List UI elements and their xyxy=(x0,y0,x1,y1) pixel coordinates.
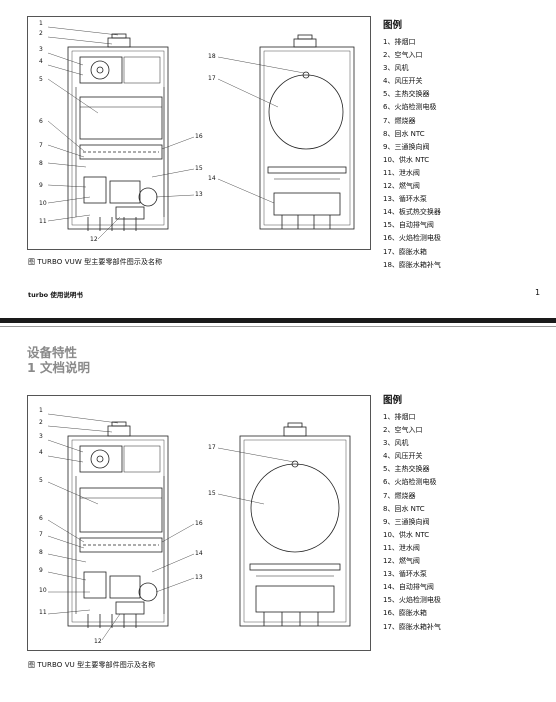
legend-item: 17、膨胀水箱 xyxy=(383,247,427,256)
page-divider xyxy=(0,318,556,323)
callout-15: 15 xyxy=(208,490,216,497)
legend-item: 14、板式热交换器 xyxy=(383,208,441,217)
callout-1: 1 xyxy=(39,20,43,27)
legend-item: 5、主热交换器 xyxy=(383,90,430,99)
legend-list: 1、排烟口 2、空气入口 3、风机 4、风压开关 5、主热交换器 6、火焰检测电… xyxy=(383,36,441,272)
callout-2: 2 xyxy=(39,30,43,37)
vu-boiler-drawing xyxy=(47,413,351,641)
legend-item: 18、膨胀水箱补气 xyxy=(383,260,441,269)
legend-item: 1、排烟口 xyxy=(383,38,416,46)
legend-item: 14、自动排气阀 xyxy=(383,583,434,592)
legend-item: 5、主热交换器 xyxy=(383,465,430,474)
callout-13: 13 xyxy=(195,191,203,198)
legend-item: 8、回水 NTC xyxy=(383,504,425,513)
legend-list: 1、排烟口 2、空气入口 3、风机 4、风压开关 5、主热交换器 6、火焰检测电… xyxy=(383,411,441,634)
legend-title: 图例 xyxy=(383,20,403,31)
callout-3: 3 xyxy=(39,433,43,440)
callout-4: 4 xyxy=(39,449,43,456)
footer-text: turbo 使用说明书 xyxy=(28,291,83,299)
legend-item: 13、循环水泵 xyxy=(383,570,427,579)
callout-14: 14 xyxy=(195,550,203,557)
callout-6: 6 xyxy=(39,515,43,522)
legend-item: 7、燃烧器 xyxy=(383,491,416,500)
callout-17: 17 xyxy=(208,75,216,82)
legend-item: 13、循环水泵 xyxy=(383,195,427,204)
page-divider-thin xyxy=(0,326,556,327)
legend-item: 15、自动排气阀 xyxy=(383,221,434,230)
legend-item: 6、火焰检测电极 xyxy=(383,103,437,112)
callout-14: 14 xyxy=(208,175,216,182)
legend-item: 10、供水 NTC xyxy=(383,155,430,164)
legend-item: 6、火焰检测电极 xyxy=(383,478,437,487)
callout-4: 4 xyxy=(39,58,43,65)
legend-item: 1、排烟口 xyxy=(383,413,416,421)
callout-16: 16 xyxy=(195,520,203,527)
callout-3: 3 xyxy=(39,46,43,53)
legend-title: 图例 xyxy=(383,395,403,406)
callout-13: 13 xyxy=(195,574,203,581)
callout-2: 2 xyxy=(39,419,43,426)
callout-9: 9 xyxy=(39,567,43,574)
callout-9: 9 xyxy=(39,182,43,189)
figure-vuw-diagram: 1 2 3 4 5 6 7 8 9 10 11 12 16 15 13 18 1… xyxy=(27,16,371,250)
legend-item: 10、供水 NTC xyxy=(383,530,430,539)
callout-6: 6 xyxy=(39,118,43,125)
page-number: 1 xyxy=(535,288,541,297)
figure-vu-diagram: 1 2 3 4 5 6 7 8 9 10 11 12 16 14 13 17 1… xyxy=(27,395,371,651)
callout-1: 1 xyxy=(39,407,43,414)
callout-11: 11 xyxy=(39,609,47,616)
legend-item: 3、风机 xyxy=(383,64,409,73)
legend-item: 8、回水 NTC xyxy=(383,129,425,138)
legend-item: 9、三通换向阀 xyxy=(383,517,430,526)
callout-17: 17 xyxy=(208,444,216,451)
callout-5: 5 xyxy=(39,477,43,484)
legend-item: 4、风压开关 xyxy=(383,452,423,461)
callout-16: 16 xyxy=(195,133,203,140)
legend-item: 2、空气入口 xyxy=(383,426,423,435)
legend-item: 16、火焰检测电极 xyxy=(383,234,441,243)
legend-item: 11、泄水阀 xyxy=(383,543,420,552)
legend-item: 12、燃气阀 xyxy=(383,557,420,566)
callout-8: 8 xyxy=(39,549,43,556)
callout-5: 5 xyxy=(39,76,43,83)
legend-item: 7、燃烧器 xyxy=(383,116,416,125)
legend-item: 12、燃气阀 xyxy=(383,182,420,191)
callout-18: 18 xyxy=(208,53,216,60)
legend-vu: 图例 1、排烟口 2、空气入口 3、风机 4、风压开关 5、主热交换器 6、火焰… xyxy=(383,392,441,634)
legend-item: 11、泄水阀 xyxy=(383,168,420,177)
callout-7: 7 xyxy=(39,531,43,538)
callout-11: 11 xyxy=(39,218,47,225)
section-title: 设备特性 1 文档说明 xyxy=(27,345,90,375)
callout-8: 8 xyxy=(39,160,43,167)
callout-7: 7 xyxy=(39,142,43,149)
section-title-line1: 设备特性 xyxy=(27,345,78,360)
legend-item: 2、空气入口 xyxy=(383,51,423,60)
legend-item: 3、风机 xyxy=(383,439,409,448)
callout-12: 12 xyxy=(94,638,102,645)
section-title-line2: 1 文档说明 xyxy=(27,360,91,375)
figure-vu-caption: 图 TURBO VU 型主要零部件图示及名称 xyxy=(28,661,156,669)
callout-10: 10 xyxy=(39,200,47,207)
callout-10: 10 xyxy=(39,587,47,594)
legend-item: 16、膨胀水箱 xyxy=(383,609,427,618)
legend-vuw: 图例 1、排烟口 2、空气入口 3、风机 4、风压开关 5、主热交换器 6、火焰… xyxy=(383,17,441,272)
callout-15: 15 xyxy=(195,165,203,172)
legend-item: 15、火焰检测电极 xyxy=(383,596,441,605)
legend-item: 9、三通换向阀 xyxy=(383,142,430,151)
vuw-boiler-drawing xyxy=(47,26,355,240)
callout-12: 12 xyxy=(90,236,98,243)
figure-vuw-caption: 图 TURBO VUW 型主要零部件图示及名称 xyxy=(28,258,163,266)
legend-item: 17、膨胀水箱补气 xyxy=(383,622,441,631)
legend-item: 4、风压开关 xyxy=(383,77,423,86)
